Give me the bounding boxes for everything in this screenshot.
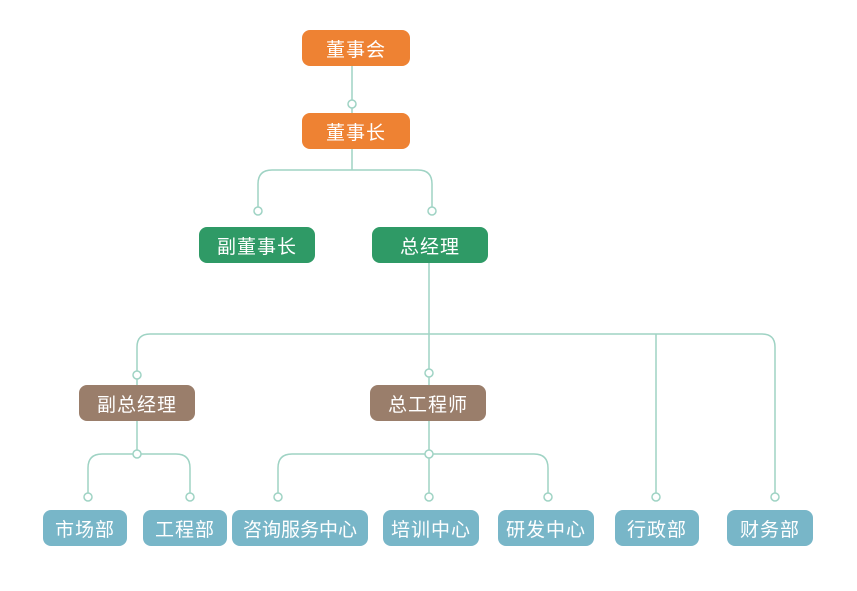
node-chief-engineer: 总工程师 (370, 385, 486, 421)
connector-dot (185, 492, 195, 502)
node-general-manager: 总经理 (372, 227, 488, 263)
node-finance-dept: 财务部 (727, 510, 813, 546)
connector-bus (136, 333, 776, 497)
node-consulting-center: 咨询服务中心 (232, 510, 368, 546)
connector-dot (770, 492, 780, 502)
connector-dot (424, 368, 434, 378)
connector-dot (424, 492, 434, 502)
connector-deputy-branch (87, 420, 191, 497)
node-engineering-dept: 工程部 (143, 510, 227, 546)
node-deputy-general-manager: 副总经理 (79, 385, 195, 421)
connector-chief-engineer-branch (277, 420, 549, 497)
connector-dot (424, 449, 434, 459)
connector-dot (83, 492, 93, 502)
node-vice-chairman: 副董事长 (199, 227, 315, 263)
node-training-center: 培训中心 (383, 510, 479, 546)
node-admin-dept: 行政部 (615, 510, 699, 546)
connector-dot (347, 99, 357, 109)
connector-dot (273, 492, 283, 502)
connector-dot (132, 449, 142, 459)
connector-chairman-branch (257, 148, 433, 212)
connector-dot (427, 206, 437, 216)
node-chairman: 董事长 (302, 113, 410, 149)
node-board: 董事会 (302, 30, 410, 66)
node-rnd-center: 研发中心 (498, 510, 594, 546)
connector-dot (543, 492, 553, 502)
connector-dot (132, 370, 142, 380)
node-marketing-dept: 市场部 (43, 510, 127, 546)
connector-dot (253, 206, 263, 216)
connector-dot (651, 492, 661, 502)
